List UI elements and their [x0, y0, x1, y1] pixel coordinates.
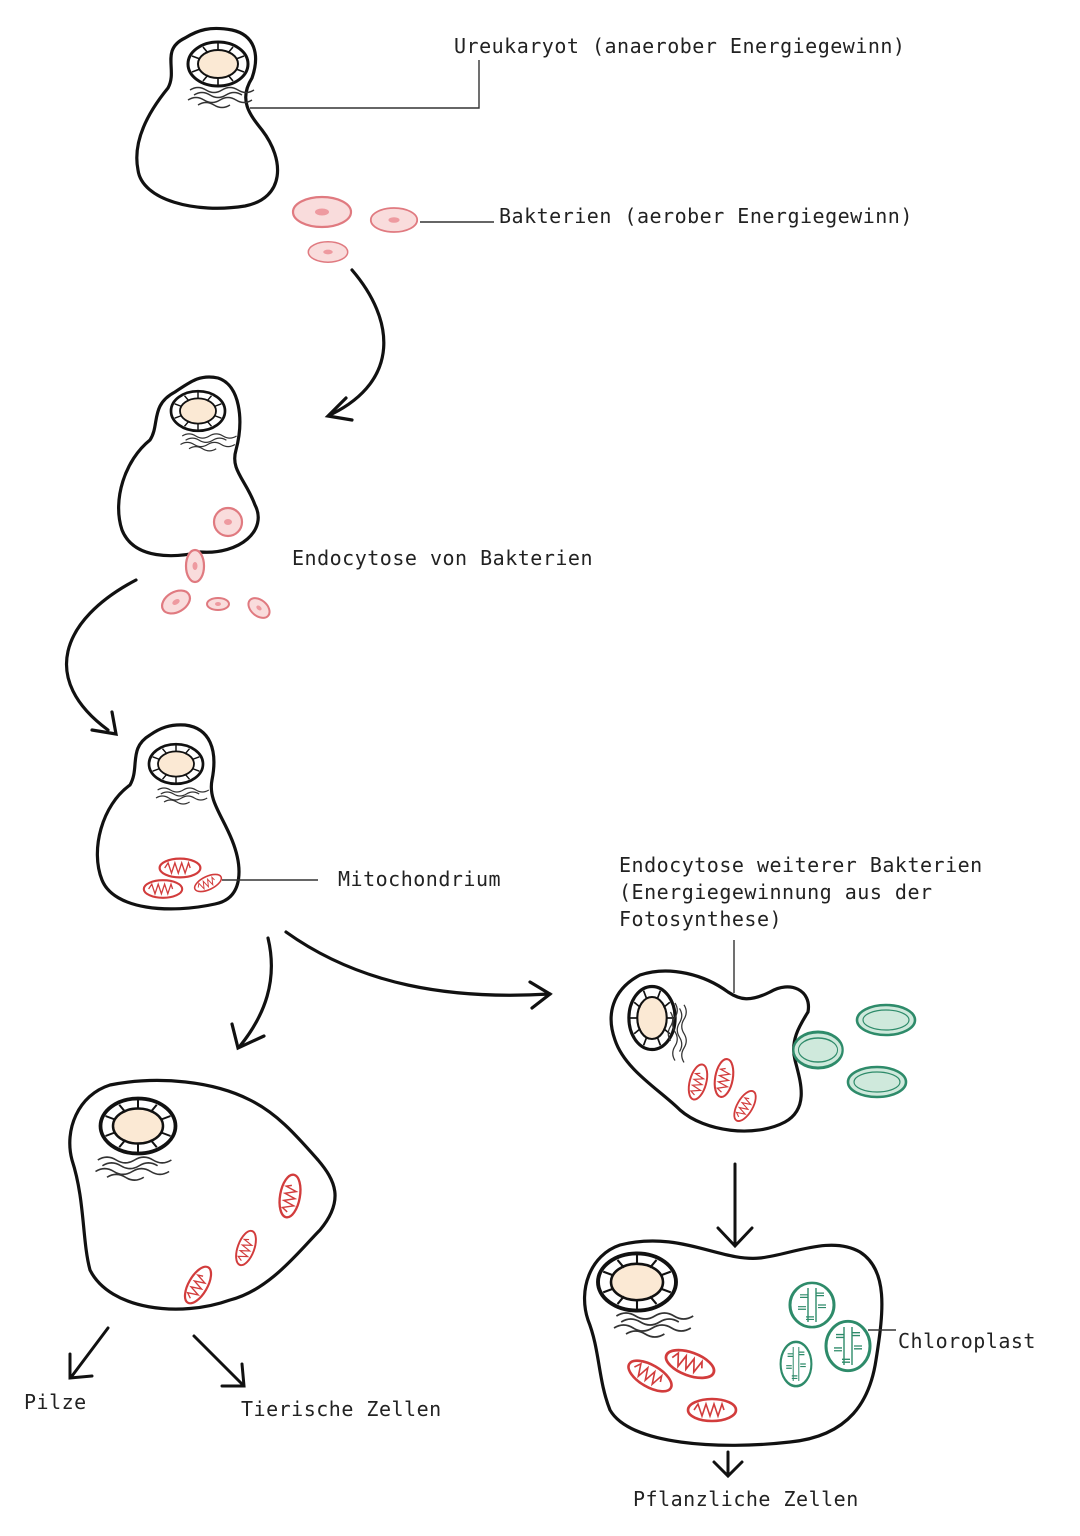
label-endocytose-weiterer-2: (Energiegewinnung aus der	[619, 880, 933, 904]
green-bacteria-group	[791, 1003, 917, 1099]
plant-cell	[583, 1239, 884, 1447]
arrow-tierische-zellen	[192, 1334, 246, 1388]
mitochondrium-cell	[95, 723, 241, 911]
arrow-pilze	[68, 1326, 110, 1380]
label-pflanzliche-zellen: Pflanzliche Zellen	[633, 1487, 859, 1511]
arrow-pflanzliche-zellen	[712, 1450, 744, 1479]
label-bakterien: Bakterien (aerober Energiegewinn)	[499, 204, 913, 228]
endocytose-cell	[117, 375, 260, 558]
photosynthesis-uptake-cell	[609, 969, 811, 1133]
arrow-4	[284, 930, 553, 1010]
animal-fungi-cell	[68, 1078, 337, 1311]
label-endocytose-weiterer-3: Fotosynthese)	[619, 907, 783, 931]
endocytose-bacteria	[160, 548, 271, 619]
label-tierische-zellen: Tierische Zellen	[241, 1397, 442, 1421]
ureukaryot-leader-line	[250, 60, 480, 109]
label-mitochondrium: Mitochondrium	[338, 867, 502, 891]
label-chloroplast: Chloroplast	[898, 1329, 1036, 1353]
ureukaryot-cell	[135, 26, 280, 210]
arrow-2	[65, 578, 138, 736]
bacteria-group	[291, 195, 419, 263]
label-pilze: Pilze	[24, 1390, 87, 1414]
label-endocytose: Endocytose von Bakterien	[292, 546, 593, 570]
arrow-5	[716, 1162, 754, 1249]
label-ureukaryot: Ureukaryot (anaerober Energiegewinn)	[454, 34, 906, 58]
arrow-3	[230, 936, 273, 1051]
label-endocytose-weiterer-1: Endocytose weiterer Bakterien	[619, 853, 983, 877]
arrow-1	[324, 268, 386, 422]
